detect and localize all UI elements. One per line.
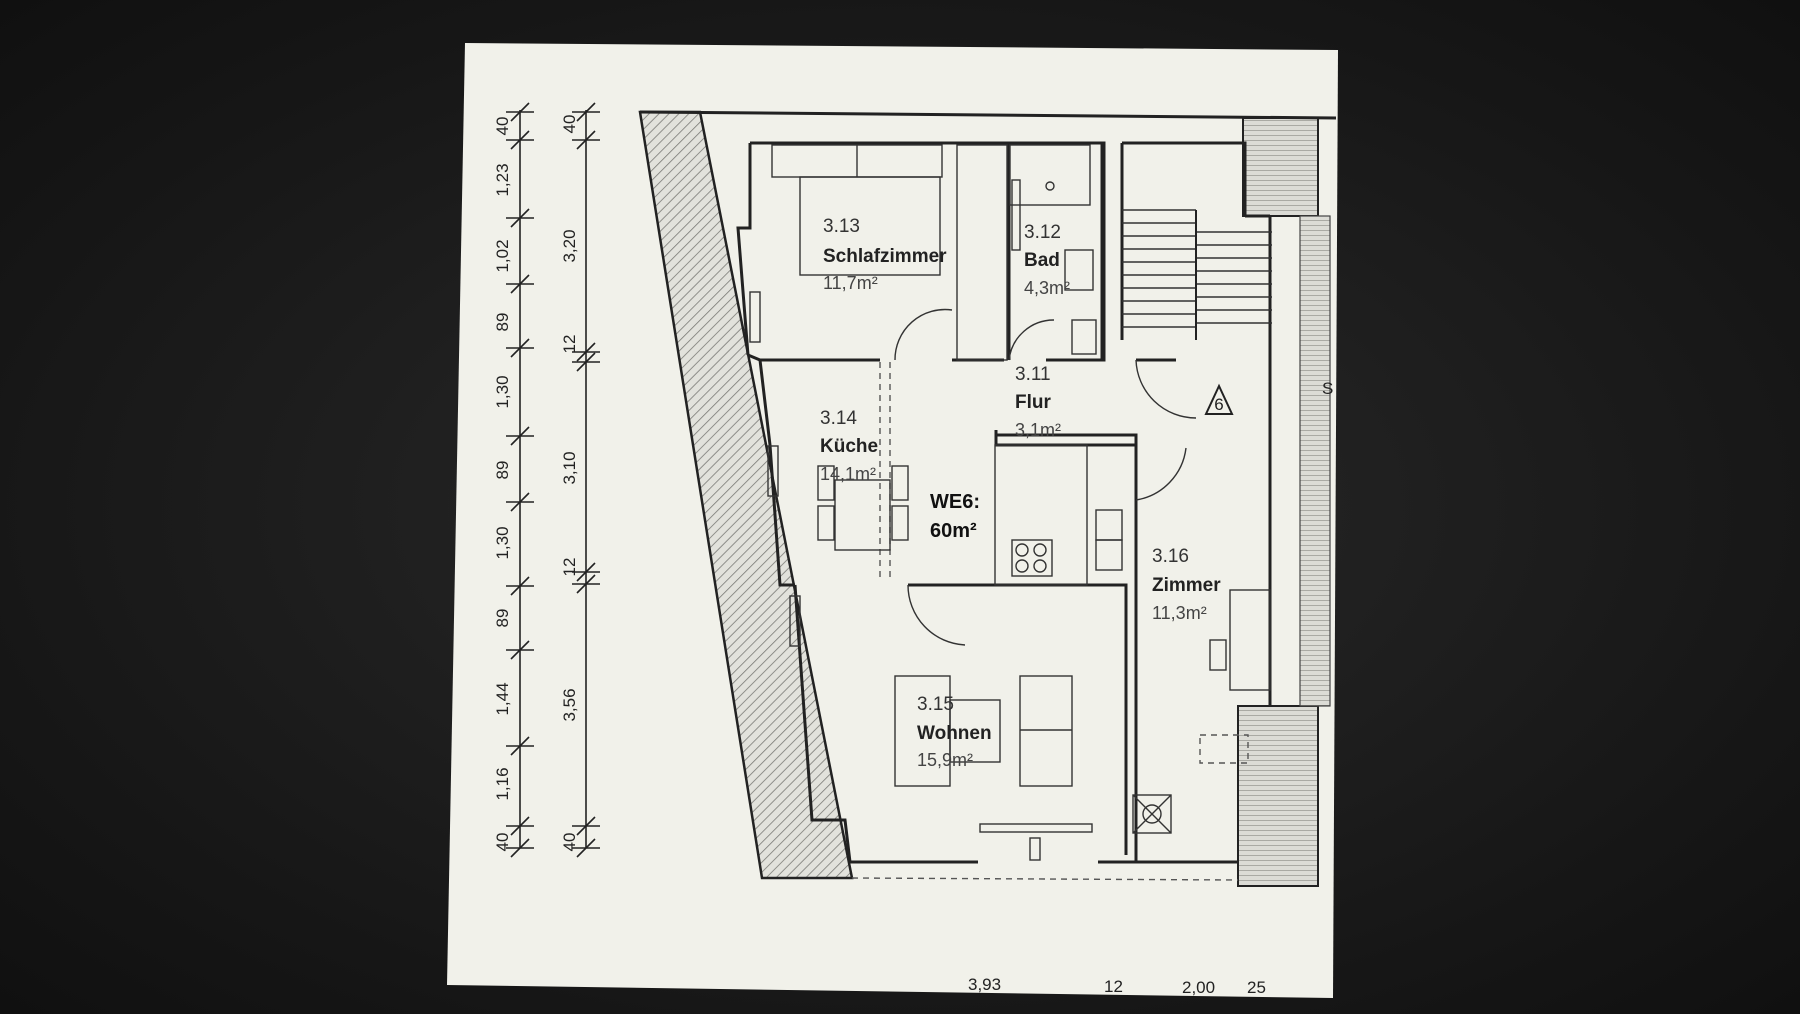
dim-right-label: 40 [560, 115, 579, 134]
svg-text:15,9m²: 15,9m² [917, 750, 973, 770]
svg-text:14,1m²: 14,1m² [820, 464, 876, 484]
svg-text:Zimmer: Zimmer [1152, 575, 1221, 596]
dim-left-label: 1,30 [493, 526, 512, 559]
svg-text:3.16: 3.16 [1152, 546, 1189, 567]
room-label-3-16: 3.16 Zimmer 11,3m² [1152, 546, 1221, 623]
svg-text:11,7m²: 11,7m² [823, 273, 878, 293]
svg-text:3.12: 3.12 [1024, 222, 1061, 243]
svg-text:Wohnen: Wohnen [917, 723, 992, 744]
dim-left-label: 89 [493, 609, 512, 628]
svg-text:Bad: Bad [1024, 250, 1060, 271]
dim-left-label: 40 [493, 833, 512, 852]
svg-text:Küche: Küche [820, 436, 878, 457]
dimension-chain-left [506, 102, 534, 858]
stair-direction-arrow [1204, 383, 1234, 415]
dim-right-label: 3,20 [560, 229, 579, 262]
hatched-wall-right [1299, 215, 1331, 707]
dim-left-label: 1,16 [493, 767, 512, 800]
dim-left-label: 1,02 [493, 239, 512, 272]
dim-left-label: 1,30 [493, 375, 512, 408]
doors [894, 308, 1197, 646]
dim-right-label: 12 [560, 335, 579, 354]
dim-bottom-label: 3,93 [968, 975, 1001, 994]
dim-left-label: 1,44 [493, 682, 512, 715]
unit-label: WE6: [930, 491, 980, 513]
svg-text:3.14: 3.14 [820, 408, 857, 429]
dim-right-label: 12 [560, 558, 579, 577]
dim-left-label: 40 [493, 117, 512, 136]
dim-right-label: 40 [560, 833, 579, 852]
dim-bottom-label: 12 [1104, 977, 1123, 996]
dim-bottom-label: 2,00 [1182, 978, 1215, 997]
room-label-3-11: 3.11 Flur 3,1m² [1015, 364, 1061, 440]
svg-text:3.11: 3.11 [1015, 364, 1051, 385]
hatched-chimney-top [1242, 117, 1319, 217]
room-label-3-15: 3.15 Wohnen 15,9m² [917, 694, 992, 770]
svg-text:3.15: 3.15 [917, 694, 954, 715]
svg-text:Schlafzimmer: Schlafzimmer [823, 246, 947, 267]
svg-text:Flur: Flur [1015, 392, 1051, 413]
room-label-3-13: 3.13 Schlafzimmer 11,7m² [823, 216, 947, 293]
stair-marker: 6 [1214, 395, 1223, 414]
room-label-3-12: 3.12 Bad 4,3m² [1024, 222, 1070, 298]
svg-text:4,3m²: 4,3m² [1024, 278, 1070, 298]
dim-bottom-label: 25 [1247, 978, 1266, 997]
edge-letter: S [1322, 379, 1333, 398]
furniture [749, 144, 1271, 881]
dim-left-label: 89 [493, 313, 512, 332]
room-label-3-14: 3.14 Küche 14,1m² [820, 408, 878, 484]
dimension-chain-right [572, 102, 600, 858]
dim-right-label: 3,10 [560, 451, 579, 484]
dim-left-label: 89 [493, 461, 512, 480]
dim-right-label: 3,56 [560, 688, 579, 721]
staircase [1122, 209, 1272, 340]
dim-left-label: 1,23 [493, 163, 512, 196]
svg-text:3.13: 3.13 [823, 216, 860, 237]
svg-text:3,1m²: 3,1m² [1015, 420, 1061, 440]
svg-text:11,3m²: 11,3m² [1152, 603, 1207, 623]
hatched-balcony-right [1237, 705, 1319, 887]
unit-area: 60m² [930, 520, 977, 542]
